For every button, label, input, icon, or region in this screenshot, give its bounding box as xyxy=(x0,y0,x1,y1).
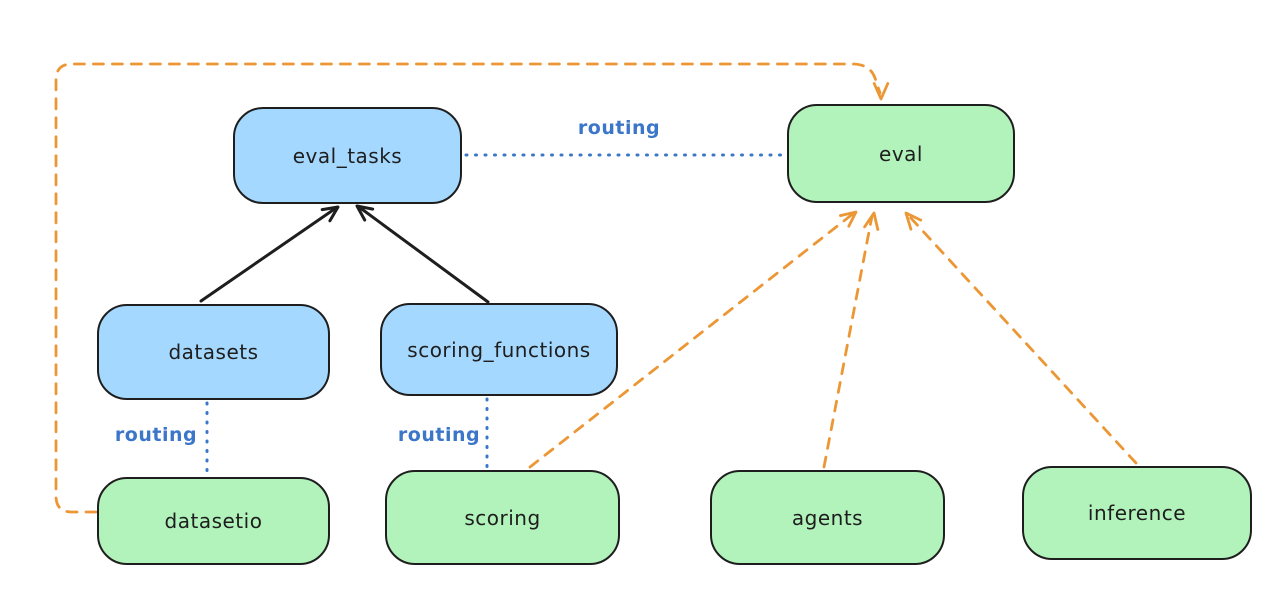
edge-scoring-to-eval xyxy=(528,210,858,469)
node-scoring: scoring xyxy=(385,470,620,565)
node-scoring-functions: scoring_functions xyxy=(380,303,618,396)
node-label: eval xyxy=(879,141,923,166)
node-label: agents xyxy=(791,505,864,530)
node-label: eval_tasks xyxy=(292,143,403,168)
edge-datasets-to-eval-tasks xyxy=(199,205,340,303)
edge-label-routing-datasets-datasetio: routing xyxy=(114,424,198,446)
node-datasets: datasets xyxy=(97,304,330,400)
edge-inference-to-eval xyxy=(904,211,1138,465)
node-label: datasetio xyxy=(164,509,263,533)
node-label: inference xyxy=(1087,501,1187,525)
edge-scoring-functions-to-eval-tasks xyxy=(355,204,490,304)
edge-agents-to-eval xyxy=(822,211,880,469)
node-eval-tasks: eval_tasks xyxy=(233,107,462,204)
edge-datasetio-to-eval xyxy=(54,62,890,514)
node-label: scoring xyxy=(464,505,541,530)
node-inference: inference xyxy=(1022,466,1252,560)
node-label: datasets xyxy=(168,340,259,364)
node-eval: eval xyxy=(787,104,1015,203)
edge-label-routing-eval-tasks-eval: routing xyxy=(577,117,661,139)
node-agents: agents xyxy=(710,470,945,565)
node-label: scoring_functions xyxy=(407,337,591,362)
edge-label-routing-scoring-functions-scoring: routing xyxy=(397,424,481,446)
node-datasetio: datasetio xyxy=(97,477,330,565)
